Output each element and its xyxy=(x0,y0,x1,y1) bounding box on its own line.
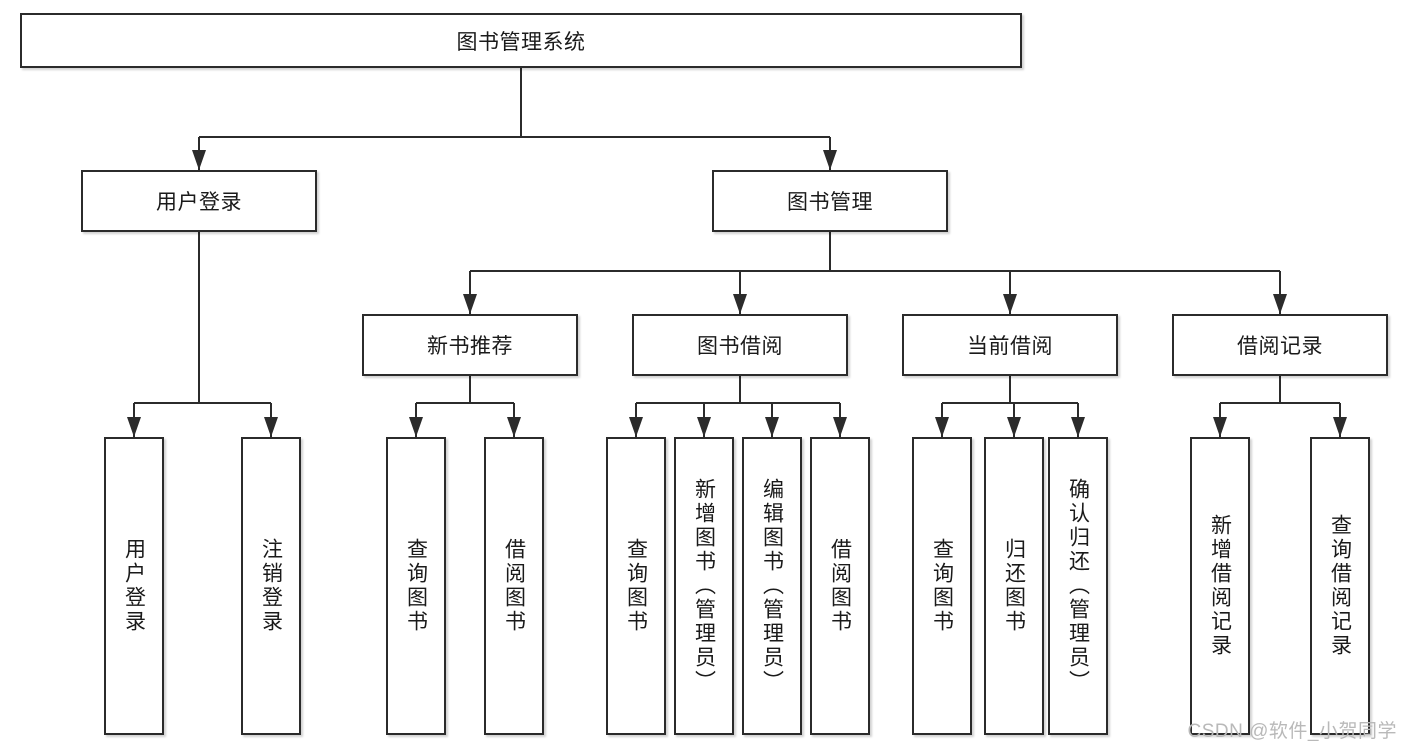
node-box-leaf-add-book[interactable]: 新增图书（管理员） xyxy=(674,437,734,735)
edge-arrowhead-0-0 xyxy=(192,150,206,170)
node-box-book-borrow[interactable]: 图书借阅 xyxy=(632,314,848,376)
node-box-user-login[interactable]: 用户登录 xyxy=(81,170,317,232)
node-label-leaf-user-login: 用户登录 xyxy=(122,538,146,634)
node-label-leaf-add-record: 新增借阅记录 xyxy=(1208,514,1232,658)
node-label-book-manage: 图书管理 xyxy=(787,191,873,214)
node-label-leaf-borrow-book-2: 借阅图书 xyxy=(828,538,852,634)
node-label-leaf-query-book-3: 查询图书 xyxy=(930,538,954,634)
edge-arrowhead-4-2 xyxy=(765,417,779,437)
node-box-leaf-borrow-book-1[interactable]: 借阅图书 xyxy=(484,437,544,735)
edge-arrowhead-1-2 xyxy=(1003,294,1017,314)
node-label-leaf-add-book: 新增图书（管理员） xyxy=(692,478,716,694)
node-box-book-manage[interactable]: 图书管理 xyxy=(712,170,948,232)
edge-arrowhead-1-3 xyxy=(1273,294,1287,314)
node-box-leaf-return-book[interactable]: 归还图书 xyxy=(984,437,1044,735)
node-box-leaf-query-book-3[interactable]: 查询图书 xyxy=(912,437,972,735)
edge-arrowhead-6-0 xyxy=(1213,417,1227,437)
node-label-leaf-borrow-book-1: 借阅图书 xyxy=(502,538,526,634)
node-label-leaf-confirm-return: 确认归还（管理员） xyxy=(1066,478,1090,694)
edge-arrowhead-4-1 xyxy=(697,417,711,437)
edge-arrowhead-3-1 xyxy=(507,417,521,437)
edge-arrowhead-5-2 xyxy=(1071,417,1085,437)
node-label-leaf-query-book-1: 查询图书 xyxy=(404,538,428,634)
node-box-leaf-borrow-book-2[interactable]: 借阅图书 xyxy=(810,437,870,735)
node-label-new-book-rec: 新书推荐 xyxy=(427,335,513,358)
node-label-borrow-record: 借阅记录 xyxy=(1237,335,1323,358)
node-box-root[interactable]: 图书管理系统 xyxy=(20,13,1022,68)
edge-arrowhead-3-0 xyxy=(409,417,423,437)
node-box-leaf-logout[interactable]: 注销登录 xyxy=(241,437,301,735)
node-label-leaf-query-record: 查询借阅记录 xyxy=(1328,514,1352,658)
node-label-user-login: 用户登录 xyxy=(156,191,242,214)
node-box-leaf-edit-book[interactable]: 编辑图书（管理员） xyxy=(742,437,802,735)
node-box-new-book-rec[interactable]: 新书推荐 xyxy=(362,314,578,376)
watermark-text: CSDN @软件_小贺同学 xyxy=(1187,721,1397,742)
node-box-leaf-query-book-1[interactable]: 查询图书 xyxy=(386,437,446,735)
node-label-current-borrow: 当前借阅 xyxy=(967,335,1053,358)
edge-arrowhead-2-1 xyxy=(264,417,278,437)
node-box-leaf-add-record[interactable]: 新增借阅记录 xyxy=(1190,437,1250,735)
node-box-leaf-user-login[interactable]: 用户登录 xyxy=(104,437,164,735)
node-label-leaf-query-book-2: 查询图书 xyxy=(624,538,648,634)
node-label-book-borrow: 图书借阅 xyxy=(697,335,783,358)
edge-arrowhead-6-1 xyxy=(1333,417,1347,437)
node-box-leaf-query-book-2[interactable]: 查询图书 xyxy=(606,437,666,735)
edge-arrowhead-2-0 xyxy=(127,417,141,437)
edge-arrowhead-1-1 xyxy=(733,294,747,314)
node-label-leaf-edit-book: 编辑图书（管理员） xyxy=(760,478,784,694)
node-label-root: 图书管理系统 xyxy=(456,30,586,54)
edge-arrowhead-0-1 xyxy=(823,150,837,170)
node-box-current-borrow[interactable]: 当前借阅 xyxy=(902,314,1118,376)
node-label-leaf-return-book: 归还图书 xyxy=(1002,538,1026,634)
edge-arrowhead-5-0 xyxy=(935,417,949,437)
edge-arrowhead-4-0 xyxy=(629,417,643,437)
node-box-leaf-query-record[interactable]: 查询借阅记录 xyxy=(1310,437,1370,735)
edge-arrowhead-4-3 xyxy=(833,417,847,437)
edge-arrowhead-5-1 xyxy=(1007,417,1021,437)
node-box-borrow-record[interactable]: 借阅记录 xyxy=(1172,314,1388,376)
node-label-leaf-logout: 注销登录 xyxy=(259,538,283,634)
node-box-leaf-confirm-return[interactable]: 确认归还（管理员） xyxy=(1048,437,1108,735)
edge-arrowhead-1-0 xyxy=(463,294,477,314)
